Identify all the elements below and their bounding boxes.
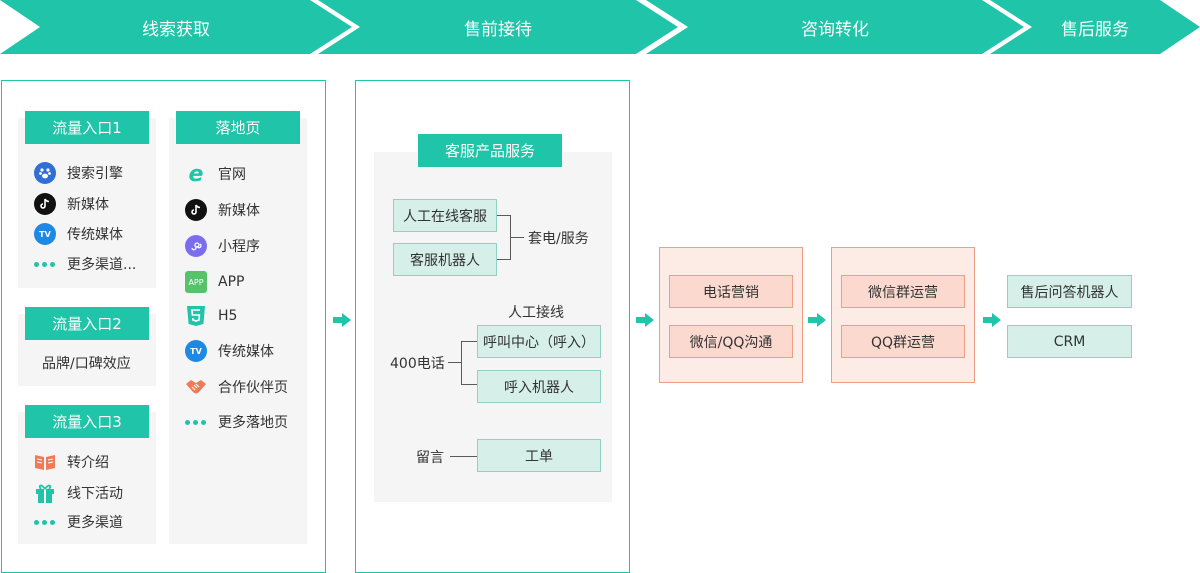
arrow-right-icon [333,313,351,327]
item-label: APP [218,274,245,290]
list-item: 搜索引擎 [34,162,123,184]
connector-line [461,341,462,385]
call-robot-box: 呼入机器人 [477,370,601,403]
item-label: 转介绍 [67,455,109,471]
manual-line-label: 人工接线 [508,305,564,321]
connector-line [461,384,477,385]
robot-cs-box: 客服机器人 [393,243,497,276]
list-item: 合作伙伴页 [185,376,288,398]
baidu-paw-icon [34,162,56,184]
app-icon: APP [185,271,207,293]
stage-conversion: 咨询转化 [646,0,1024,54]
item-label: 更多落地页 [218,415,288,431]
list-item: 更多落地页 [185,412,288,432]
connector-line [510,237,524,238]
list-item: APP APP [185,271,244,293]
list-item: 新媒体 [185,199,260,221]
stage-label: 售后服务 [1061,19,1129,40]
list-item: 更多渠道... [34,254,136,274]
item-label: H5 [218,308,238,324]
connector-line [497,259,511,260]
list-item: 更多渠道 [34,512,123,532]
more-dots-icon [34,261,56,267]
handshake-icon [185,376,207,398]
telemarketing-box: 电话营销 [669,275,793,308]
item-label: 小程序 [218,239,260,255]
ticket-box: 工单 [477,439,601,472]
wechat-group-box: 微信群运营 [841,275,965,308]
crm-box: CRM [1007,325,1132,358]
phone-400-label: 400电话 [390,356,445,372]
tiktok-icon [185,199,207,221]
item-label: 更多渠道 [67,515,123,531]
stage-label: 咨询转化 [801,19,869,40]
more-dots-icon [185,419,207,425]
list-item: 线下活动 [34,482,123,504]
list-item: 转介绍 [34,451,109,473]
item-label: 更多渠道... [67,257,137,273]
book-icon [34,451,56,473]
list-item: TV 传统媒体 [185,340,274,362]
stage-label: 售前接待 [464,19,532,40]
list-item: 品牌/口碑效应 [42,353,131,373]
bundle-service-label: 套电/服务 [528,231,589,247]
landing-title: 落地页 [176,111,300,144]
cs-products-title: 客服产品服务 [418,134,562,167]
qq-group-box: QQ群运营 [841,325,965,358]
connector-line [448,362,462,363]
item-label: 新媒体 [67,197,109,213]
item-label: 线下活动 [67,486,123,502]
item-label: 传统媒体 [218,344,274,360]
landing-column [169,118,307,544]
item-label: 官网 [218,167,246,183]
item-label: 新媒体 [218,203,260,219]
gift-icon [34,482,56,504]
item-label: 传统媒体 [67,227,123,243]
mini-program-icon [185,235,207,257]
arrow-right-icon [983,313,1001,327]
stage-label: 线索获取 [142,19,210,40]
tv-icon: TV [34,223,56,245]
conversion-group-2 [831,247,975,383]
stage-lead-acquisition: 线索获取 [0,0,352,54]
item-label: 搜索引擎 [67,166,123,182]
aftersales-robot-box: 售后问答机器人 [1007,275,1132,308]
more-dots-icon [34,519,56,525]
wechat-qq-box: 微信/QQ沟通 [669,325,793,358]
tv-icon: TV [185,340,207,362]
tiktok-icon [34,193,56,215]
list-item: 新媒体 [34,193,109,215]
stage-presales: 售前接待 [318,0,678,54]
list-item: TV 传统媒体 [34,223,123,245]
conversion-group-1 [659,247,803,383]
item-label: 合作伙伴页 [218,380,288,396]
ie-browser-icon: e [188,161,204,187]
entry1-title: 流量入口1 [25,111,149,144]
online-cs-box: 人工在线客服 [393,199,497,232]
list-item: H5 [185,305,237,327]
arrow-right-icon [636,313,654,327]
html5-icon [185,305,207,327]
connector-line [450,456,477,457]
entry3-title: 流量入口3 [25,405,149,438]
entry2-title: 流量入口2 [25,307,149,340]
item-label: 品牌/口碑效应 [42,356,131,372]
call-center-box: 呼叫中心（呼入） [477,325,601,358]
connector-line [497,215,511,216]
connector-line [461,341,477,342]
message-label: 留言 [416,450,444,466]
arrow-right-icon [808,313,826,327]
list-item: 小程序 [185,235,260,257]
list-item: e 官网 [185,161,246,187]
